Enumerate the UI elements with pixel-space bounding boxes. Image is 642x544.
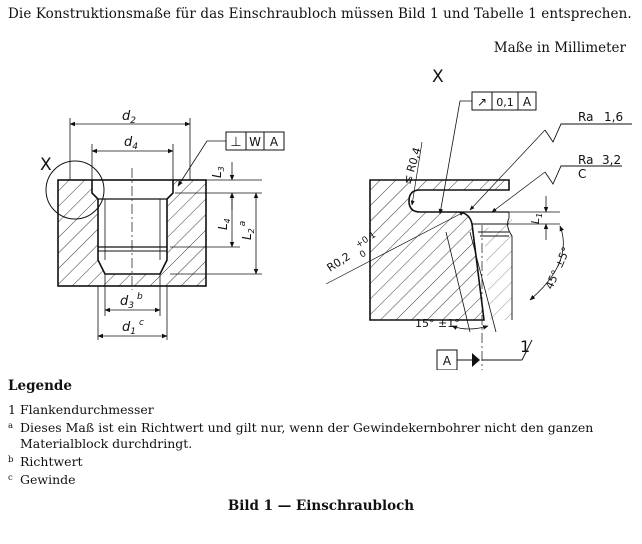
legend-text: Richtwert [20,454,83,469]
right-detail-view [369,179,513,321]
dim-vertical-left: L3 L4 L2a [170,162,262,275]
dim-d4: d4 [91,135,174,180]
legend-item: 1 Flankendurchmesser [8,402,628,418]
svg-text:0: 0 [358,249,368,261]
dim-l1: L1 [509,196,560,240]
angle-45: 45° ±5° [529,225,573,301]
legend: Legende 1 Flankendurchmesser a Dieses Ma… [8,378,628,490]
svg-text:1: 1 [520,337,530,356]
svg-text:↗: ↗ [477,95,487,109]
detail-marker-left: X [40,155,52,175]
units-note: Maße in Millimeter [493,40,626,56]
legend-item: c Gewinde [8,472,628,488]
svg-text:1,6: 1,6 [604,110,623,124]
roughness-symbol-2: Ra 3,2 C [491,153,622,213]
svg-text:Ra: Ra [578,110,593,124]
technical-drawing: X d2 d4 ⊥ W A L3 L4 L2a [40,67,632,370]
legend-key: c [8,473,13,483]
dim-d3: d3b [104,274,161,316]
svg-text:d2: d2 [122,109,136,126]
svg-text:A: A [523,95,532,109]
legend-key: 1 [8,402,16,417]
legend-text: Dieses Maß ist ein Richtwert und gilt nu… [20,420,594,451]
figure-caption: Bild 1 — Einschraubloch [227,498,415,514]
legend-title: Legende [8,378,72,394]
dim-d2: d2 [69,109,191,180]
svg-text:15° ±1°: 15° ±1° [415,317,460,330]
legend-item: a Dieses Maß ist ein Richtwert und gilt … [8,420,628,452]
legend-text: Flankendurchmesser [20,402,154,417]
tolerance-frame-left: ⊥ W A [177,131,285,187]
svg-text:L4: L4 [216,218,232,230]
svg-text:Ra: Ra [578,153,593,167]
svg-text:45° ±5°: 45° ±5° [543,245,573,291]
datum-a: A [436,225,483,370]
legend-key: a [8,421,14,431]
detail-marker-right: X [432,67,444,87]
svg-text:d3b: d3b [120,292,143,311]
svg-text:W: W [249,135,261,149]
angle-15: 15° ±1° [415,231,497,333]
svg-text:C: C [578,167,586,181]
roughness-symbol-1: Ra 1,6 [469,110,632,211]
left-section-view [45,160,207,290]
intro-text: Die Konstruktionsmaße für das Einschraub… [8,6,632,22]
svg-text:d1c: d1c [122,318,144,337]
svg-text:3,2: 3,2 [602,153,621,167]
svg-text:L1: L1 [529,213,544,224]
svg-text:d4: d4 [124,135,138,152]
svg-text:A: A [443,354,452,368]
legend-key: b [8,455,14,465]
legend-item: b Richtwert [8,454,628,470]
svg-text:A: A [270,135,279,149]
svg-text:L3: L3 [210,166,226,178]
svg-text:R0,2: R0,2 [325,250,353,275]
svg-text:0,1: 0,1 [496,96,514,109]
callout-1: 1 [482,337,533,361]
svg-text:L2a: L2a [238,221,256,240]
legend-text: Gewinde [20,472,76,487]
dim-d1: d1c [97,286,168,340]
tolerance-frame-right: ↗ 0,1 A [438,91,537,215]
svg-text:⊥: ⊥ [230,135,241,150]
